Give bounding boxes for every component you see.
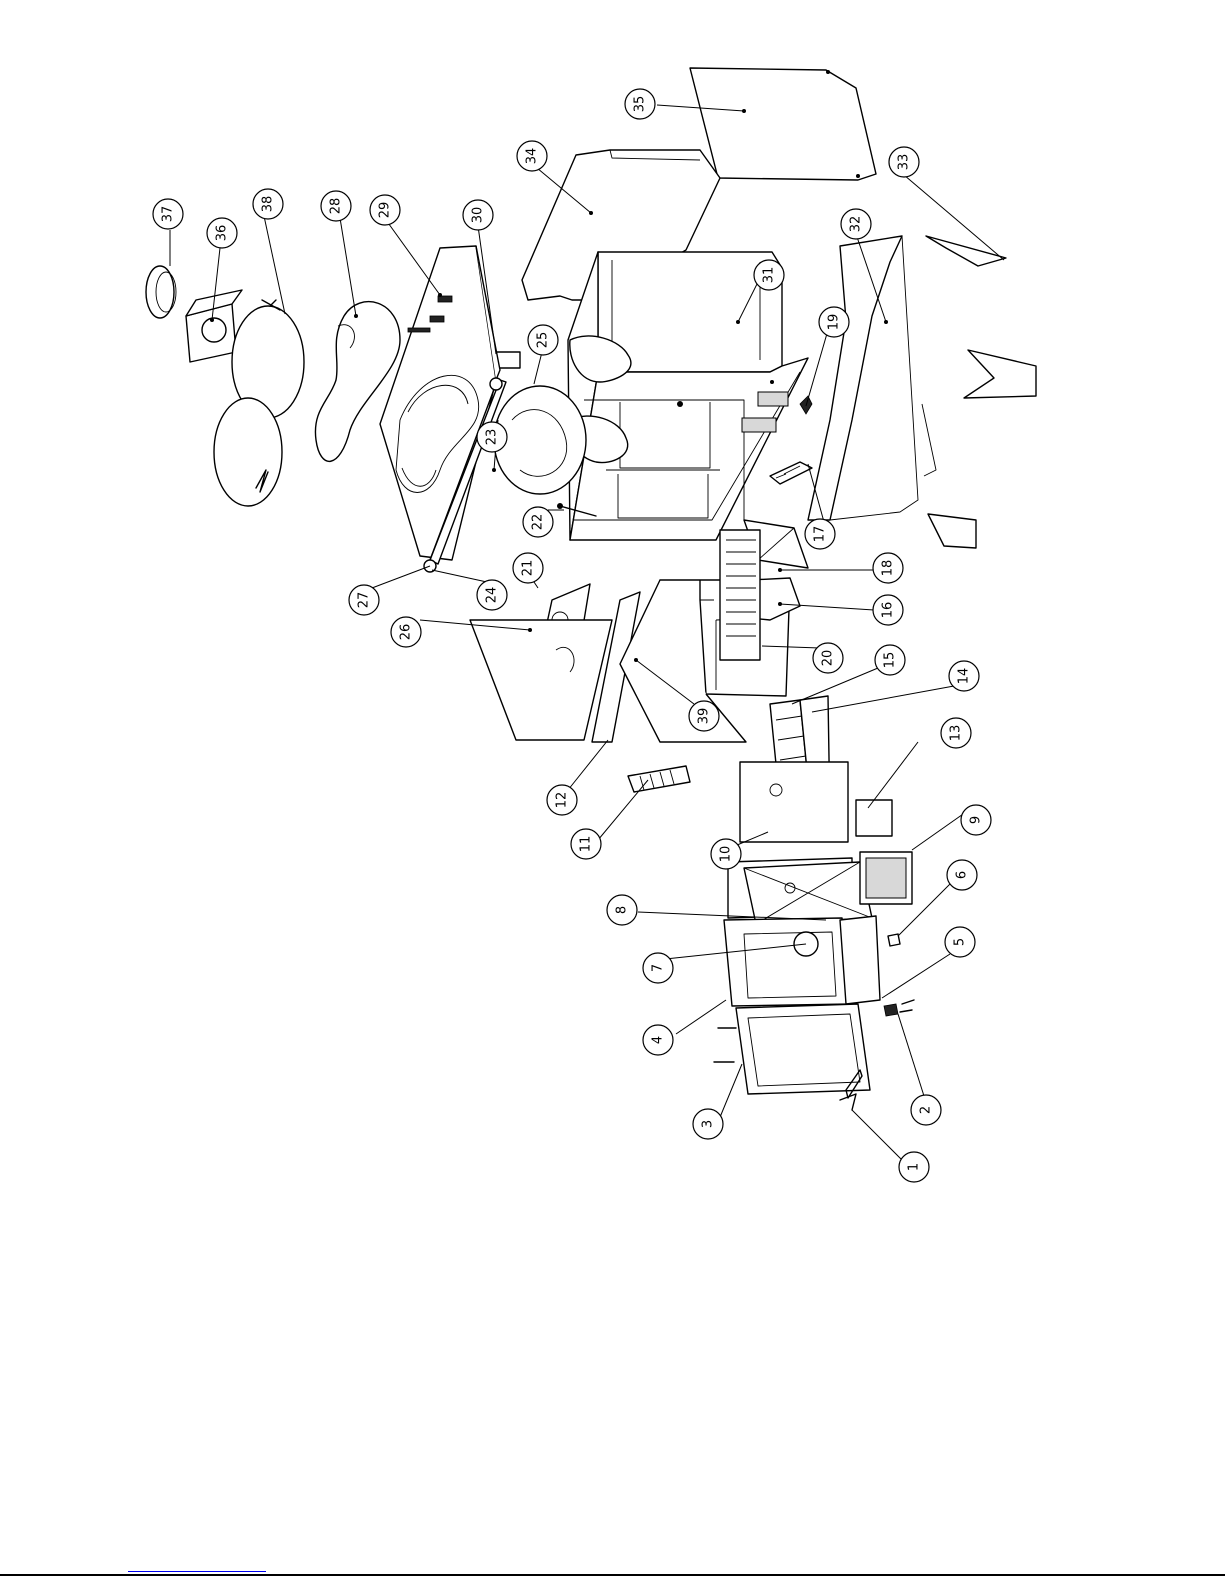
part-callout-39: 39 (689, 701, 719, 731)
part-callout-2: 2 (911, 1095, 941, 1125)
footer-link-underline (128, 1571, 266, 1572)
callout-label: 38 (261, 196, 276, 213)
callout-label: 21 (521, 560, 536, 577)
callout-label: 25 (536, 332, 551, 349)
callout-label: 39 (697, 708, 712, 725)
part-callout-29: 29 (370, 195, 400, 225)
part-callout-17: 17 (805, 519, 835, 549)
part-callout-7: 7 (643, 953, 673, 983)
part-callout-31: 31 (754, 260, 784, 290)
callout-label: 10 (719, 846, 734, 863)
callout-label: 20 (821, 650, 836, 667)
part-callout-34: 34 (517, 141, 547, 171)
callout-label: 32 (849, 216, 864, 233)
callout-label: 34 (525, 148, 540, 165)
callout-label: 28 (329, 198, 344, 215)
part-callout-27: 27 (349, 585, 379, 615)
part-callout-23: 23 (477, 422, 507, 452)
part-callout-14: 14 (949, 661, 979, 691)
callout-label: 2 (919, 1106, 934, 1114)
part-callout-32: 32 (841, 209, 871, 239)
part-callout-21: 21 (513, 553, 543, 583)
part-callout-25: 25 (528, 325, 558, 355)
part-callout-33: 33 (889, 147, 919, 177)
callout-label: 12 (555, 792, 570, 809)
part-callout-35: 35 (625, 89, 655, 119)
callout-label: 8 (615, 906, 630, 914)
callout-label: 4 (651, 1036, 666, 1044)
part-callout-18: 18 (873, 553, 903, 583)
part-callout-28: 28 (321, 191, 351, 221)
callout-label: 35 (633, 96, 648, 113)
callout-label: 31 (762, 267, 777, 284)
callout-label: 26 (399, 624, 414, 641)
callout-label: 23 (485, 429, 500, 446)
callout-label: 11 (579, 836, 594, 853)
callout-label: 36 (215, 225, 230, 242)
callout-label: 6 (955, 871, 970, 879)
callout-label: 13 (949, 725, 964, 742)
callout-label: 18 (881, 560, 896, 577)
part-callout-26: 26 (391, 617, 421, 647)
part-callout-38: 38 (253, 189, 283, 219)
part-callout-10: 10 (711, 839, 741, 869)
stove-parts-drawing (146, 68, 1036, 1110)
callout-label: 7 (651, 964, 666, 972)
part-callout-8: 8 (607, 895, 637, 925)
callout-label: 22 (531, 514, 546, 531)
part-callout-22: 22 (523, 507, 553, 537)
callout-label: 30 (471, 207, 486, 224)
part-callout-11: 11 (571, 829, 601, 859)
callout-label: 9 (969, 816, 984, 824)
part-callout-15: 15 (875, 645, 905, 675)
callout-label: 17 (813, 526, 828, 543)
callout-label: 19 (827, 314, 842, 331)
part-callout-9: 9 (961, 805, 991, 835)
part-callout-3: 3 (693, 1109, 723, 1139)
part-callout-13: 13 (941, 718, 971, 748)
callout-label: 1 (907, 1163, 922, 1171)
part-callout-24: 24 (477, 580, 507, 610)
part-callout-37: 37 (153, 199, 183, 229)
part-callout-1: 1 (899, 1152, 929, 1182)
callout-label: 37 (161, 206, 176, 223)
part-callout-6: 6 (947, 860, 977, 890)
callout-label: 29 (378, 202, 393, 219)
part-callout-5: 5 (945, 927, 975, 957)
part-callout-4: 4 (643, 1025, 673, 1055)
callout-label: 3 (701, 1120, 716, 1128)
part-callout-36: 36 (207, 218, 237, 248)
callout-label: 27 (357, 592, 372, 609)
callout-label: 5 (953, 938, 968, 946)
part-callout-19: 19 (819, 307, 849, 337)
part-callout-12: 12 (547, 785, 577, 815)
callout-label: 14 (957, 668, 972, 685)
part-callout-20: 20 (813, 643, 843, 673)
part-callout-30: 30 (463, 200, 493, 230)
footer-rule (0, 1574, 1225, 1576)
callout-label: 15 (883, 652, 898, 669)
callout-label: 16 (881, 602, 896, 619)
callout-label: 24 (485, 587, 500, 604)
callout-label: 33 (897, 154, 912, 171)
part-callout-16: 16 (873, 595, 903, 625)
